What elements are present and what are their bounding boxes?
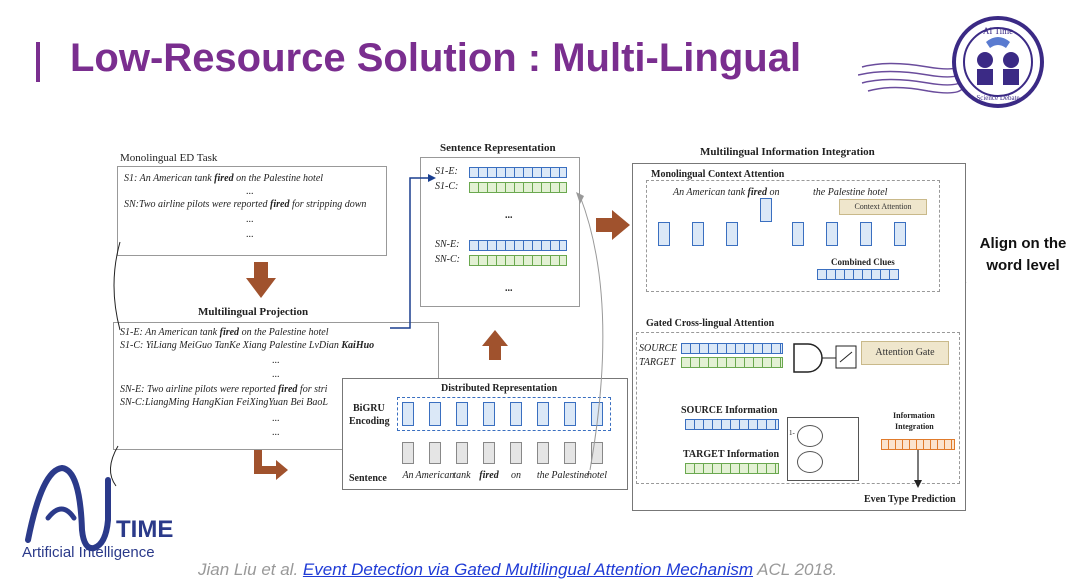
sentence-word: hotel — [587, 470, 607, 481]
attention-gate-box: Attention Gate — [861, 341, 949, 365]
word-embedding-cell — [564, 442, 576, 464]
target-info-vector — [685, 463, 779, 474]
ai-time-badge-logo: AI Time Science Debate — [858, 16, 1044, 108]
title-accent-bar — [36, 42, 40, 82]
paper-link[interactable]: Event Detection via Gated Multilingual A… — [302, 560, 754, 579]
logo-time-text: TIME — [116, 516, 174, 543]
mono-task-label: Monolingual ED Task — [120, 152, 218, 164]
combined-clues-vector — [817, 269, 899, 280]
word-embedding-cell — [537, 442, 549, 464]
sentence-word: Palestine — [551, 470, 589, 481]
gate-circle-top — [797, 425, 823, 447]
trigger-context-cell — [760, 198, 772, 222]
word-embedding-cell — [591, 442, 603, 464]
badge-top-text: AI Time — [983, 26, 1013, 36]
sentence-word: tank — [453, 470, 471, 481]
align-callout: Align on the word level — [979, 235, 1067, 274]
proj-line2: S1-C: YiLiang MeiGuo TanKe Xiang Palesti… — [120, 340, 375, 351]
sentence-rep-label: Sentence Representation — [440, 142, 556, 154]
word-embedding-cell — [483, 442, 495, 464]
integration-label: Multilingual Information Integration — [700, 146, 875, 158]
source-vector — [681, 343, 783, 354]
context-cell — [692, 222, 704, 246]
bigru-cell — [402, 402, 414, 426]
context-cell — [894, 222, 906, 246]
context-attention-box: Context Attention — [839, 199, 927, 215]
sentence-word: the — [536, 470, 550, 481]
word-embedding-cell — [510, 442, 522, 464]
sne-vector — [469, 240, 567, 251]
bigru-cell — [510, 402, 522, 426]
mono-s1: S1: An American tank fired on the Palest… — [124, 173, 324, 184]
bigru-row — [397, 397, 611, 431]
logo-ai-text: Artificial Intelligence — [22, 544, 155, 561]
slide-title: Low-Resource Solution : Multi-Lingual — [70, 36, 802, 80]
mono-task-box: S1: An American tank fired on the Palest… — [117, 166, 387, 256]
word-embedding-cell — [402, 442, 414, 464]
bend-arrow-icon — [254, 450, 288, 480]
sentence-word: on — [511, 470, 521, 481]
bigru-cell — [564, 402, 576, 426]
sentence-word: American — [415, 470, 455, 481]
context-cell — [826, 222, 838, 246]
proj-line4: SN-C:LiangMing HangKian FeiXingYuan Bei … — [120, 397, 328, 408]
bigru-cell — [537, 402, 549, 426]
context-cell — [860, 222, 872, 246]
source-info-vector — [685, 419, 779, 430]
even-type-label: Even Type Prediction — [864, 494, 956, 505]
citation: Jian Liu et al. Event Detection via Gate… — [198, 560, 838, 579]
ai-time-logo — [25, 464, 111, 552]
word-embedding-cell — [429, 442, 441, 464]
sentence-word: An — [402, 470, 414, 481]
distributed-label: Distributed Representation — [441, 383, 558, 394]
s1c-vector — [469, 182, 567, 193]
sentence-rep-box: S1-E: S1-C: ... SN-E: SN-C: ... — [420, 157, 580, 307]
context-cell — [658, 222, 670, 246]
bigru-cell — [591, 402, 603, 426]
sentence-word: fired — [479, 470, 499, 481]
badge-bottom-text: Science Debate — [976, 94, 1019, 102]
multi-proj-label: Multilingual Projection — [198, 306, 309, 318]
bigru-cell — [483, 402, 495, 426]
gated-box: SOURCE TARGET Attention Gate SOURCE Info… — [636, 332, 960, 484]
gate-circle-bottom — [797, 451, 823, 473]
word-embedding-cell — [456, 442, 468, 464]
target-vector — [681, 357, 783, 368]
gate-mixer — [787, 417, 859, 481]
ctx-sentence-a: An American tank fired on — [673, 187, 780, 198]
s1e-vector — [469, 167, 567, 178]
mono-sn: SN:Two airline pilots were reported fire… — [124, 199, 367, 210]
proj-line1: S1-E: An American tank fired on the Pale… — [120, 327, 329, 338]
down-output-arrow — [914, 450, 922, 488]
right-arrow-icon — [596, 210, 630, 240]
and-gate-icon — [793, 343, 857, 373]
bigru-cell — [456, 402, 468, 426]
snc-vector — [469, 255, 567, 266]
bigru-cell — [429, 402, 441, 426]
proj-line3: SN-E: Two airline pilots were reported f… — [120, 384, 328, 395]
up-arrow-icon — [482, 330, 508, 360]
integration-vector — [881, 439, 955, 450]
down-arrow-icon — [246, 262, 276, 298]
context-cell — [792, 222, 804, 246]
context-cell — [726, 222, 738, 246]
